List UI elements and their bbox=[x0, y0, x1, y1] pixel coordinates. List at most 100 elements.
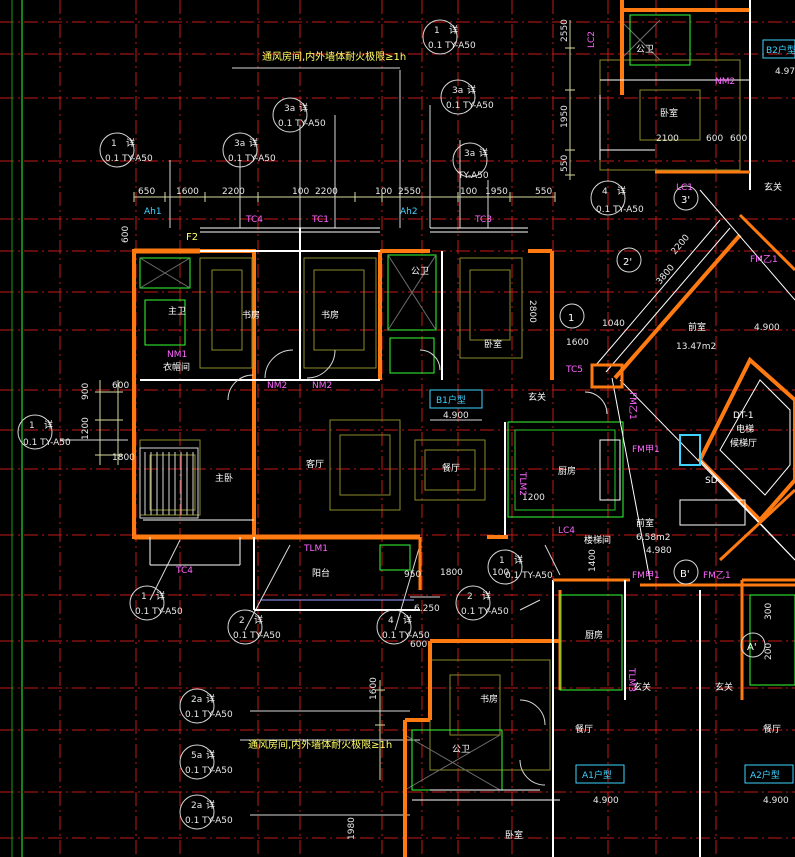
dim: 1200 bbox=[81, 417, 91, 440]
dim: 550 bbox=[560, 155, 570, 172]
room-bedroom-b1: 卧室 bbox=[484, 338, 502, 350]
callout-ref: 0.1 TY-A50 bbox=[185, 766, 233, 776]
callout-word: 详 bbox=[156, 590, 165, 602]
room-balcony: 阳台 bbox=[312, 567, 330, 579]
room-bath-b2: 公卫 bbox=[636, 44, 654, 55]
room-entry-b2: 玄关 bbox=[764, 181, 782, 193]
callout-word: 详 bbox=[254, 614, 263, 626]
callout-num: 2 bbox=[239, 616, 245, 626]
dimension-lines bbox=[95, 20, 575, 780]
window-tc4-a: TC4 bbox=[245, 215, 263, 225]
dim-top: 650 bbox=[138, 187, 155, 197]
room-kitchen-2: 厨房 bbox=[585, 629, 603, 641]
window-lc1: LC1 bbox=[676, 183, 693, 193]
dim: 200 bbox=[764, 643, 774, 660]
room-entry-a2: 玄关 bbox=[715, 681, 733, 693]
tag-ah1: Ah1 bbox=[144, 207, 162, 217]
room-master-bath: 主卫 bbox=[168, 305, 186, 317]
callout-num: 5a bbox=[191, 751, 202, 761]
door-nm2-c: NM2 bbox=[715, 77, 735, 87]
callout-ref: TY-A50 bbox=[457, 171, 489, 181]
unit-b1-label: B1户型 bbox=[436, 394, 466, 406]
elev-lobby: 4.900 bbox=[754, 323, 780, 333]
dim: 1200 bbox=[522, 493, 545, 503]
callout-num: 3a bbox=[234, 139, 245, 149]
room-study-3: 书房 bbox=[480, 693, 498, 705]
a-units-walls bbox=[403, 578, 795, 857]
room-stair: 楼梯间 bbox=[584, 534, 611, 546]
dim: 600 bbox=[730, 134, 747, 144]
callout-ref: 0.1 TY-A50 bbox=[185, 816, 233, 826]
dim: 1600 bbox=[369, 677, 379, 700]
callout-num: 3a bbox=[464, 149, 475, 159]
door-tlm2: TLM2 bbox=[517, 471, 527, 496]
door-nm2-b: NM2 bbox=[312, 381, 332, 391]
room-labels: 主卫 衣帽间 书房 书房 公卫 卧室 客厅 餐厅 主卧 阳台 厨房 玄关 厨房 … bbox=[163, 44, 782, 841]
dim-top: 1950 bbox=[485, 187, 508, 197]
fire-note-top: 通风房间,内外墙体耐火极限≥1h bbox=[262, 50, 406, 63]
callout-word: 详 bbox=[206, 749, 215, 761]
callout-word: 详 bbox=[206, 799, 215, 811]
room-bedroom-a1: 卧室 bbox=[505, 829, 523, 841]
room-entry-b1: 玄关 bbox=[528, 391, 546, 403]
room-bath-b1: 公卫 bbox=[411, 266, 429, 277]
callout-ref: 0.1 TY-A50 bbox=[185, 710, 233, 720]
callout-word: 详 bbox=[299, 102, 308, 114]
dim-top: 100 bbox=[292, 187, 309, 197]
room-elevator: 电梯 bbox=[736, 423, 754, 435]
dim: 2800 bbox=[527, 300, 537, 323]
tag-ah2: Ah2 bbox=[400, 207, 418, 217]
room-study-1: 书房 bbox=[242, 309, 260, 321]
callout-word: 详 bbox=[514, 554, 523, 566]
callout-ref: 0.1 TY-A50 bbox=[505, 571, 553, 581]
callout-word: 详 bbox=[126, 137, 135, 149]
callout-num: 1 bbox=[499, 556, 505, 566]
door-fm-3: FM甲1 bbox=[632, 444, 660, 455]
dim-top: 100 bbox=[460, 187, 477, 197]
axis-label-B: B' bbox=[680, 569, 690, 580]
door-fm-4: FM甲1 bbox=[632, 570, 660, 581]
b2-unit-walls bbox=[599, 0, 751, 190]
top-dimensions: 650 1600 2200 100 2200 100 2550 100 1950… bbox=[138, 187, 552, 197]
misc-dimensions: 600 2550 1950 550 2100 600 600 900 600 1… bbox=[81, 19, 774, 840]
callout-ref: 0.1 TY-A50 bbox=[382, 631, 430, 641]
dim: 300 bbox=[764, 603, 774, 620]
callout-ref: 0.1 TY-A50 bbox=[461, 607, 509, 617]
room-front-area: 6.58m2 bbox=[636, 533, 671, 543]
door-tlm3: TLM3 bbox=[626, 667, 636, 692]
callout-num: 4 bbox=[602, 187, 608, 197]
unit-a2-elev: 4.900 bbox=[763, 796, 789, 806]
room-bedroom-b2: 卧室 bbox=[660, 107, 678, 119]
unit-b2-elev: 4.970 bbox=[775, 67, 795, 77]
axis-label-A: A' bbox=[747, 642, 757, 653]
dim: 1040 bbox=[602, 319, 625, 329]
unit-b2-label: B2户型 bbox=[766, 44, 795, 56]
fire-note-bottom: 通风房间,内外墙体耐火极限≥1h bbox=[248, 738, 392, 751]
callout-word: 详 bbox=[482, 590, 491, 602]
dim: 600 bbox=[706, 134, 723, 144]
callout-num: 2 bbox=[467, 592, 473, 602]
callout-word: 详 bbox=[403, 614, 412, 626]
dim: 950 bbox=[404, 570, 421, 580]
callout-num: 1 bbox=[141, 592, 147, 602]
door-nm1: NM1 bbox=[167, 350, 187, 360]
room-living: 客厅 bbox=[306, 458, 324, 470]
callout-ref: 0.1 TY-A50 bbox=[596, 205, 644, 215]
callout-ref: 0.1 TY-A50 bbox=[135, 607, 183, 617]
dim: 2550 bbox=[560, 19, 570, 42]
unit-b1-elev: 4.900 bbox=[443, 411, 469, 421]
room-kitchen-b1: 厨房 bbox=[558, 465, 576, 477]
dim: 2100 bbox=[656, 134, 679, 144]
dim: 1800 bbox=[440, 568, 463, 578]
window-lc2: LC2 bbox=[587, 31, 597, 48]
callout-ref: 0.1 TY-A50 bbox=[228, 154, 276, 164]
elevation-marks: 4.900 4.980 6.250 bbox=[410, 323, 780, 614]
callout-ref: 0.1 TY-A50 bbox=[233, 631, 281, 641]
dim: 1600 bbox=[566, 338, 589, 348]
callout-texts: 1 详 0.1 TY-A50 3a 详 0.1 TY-A50 3a 详 0.1 … bbox=[23, 24, 644, 826]
b1-fixtures bbox=[139, 254, 624, 571]
window-tc4-b: TC4 bbox=[175, 566, 193, 576]
callout-ref: 0.1 TY-A50 bbox=[446, 101, 494, 111]
room-lobby-area: 13.47m2 bbox=[676, 342, 716, 352]
